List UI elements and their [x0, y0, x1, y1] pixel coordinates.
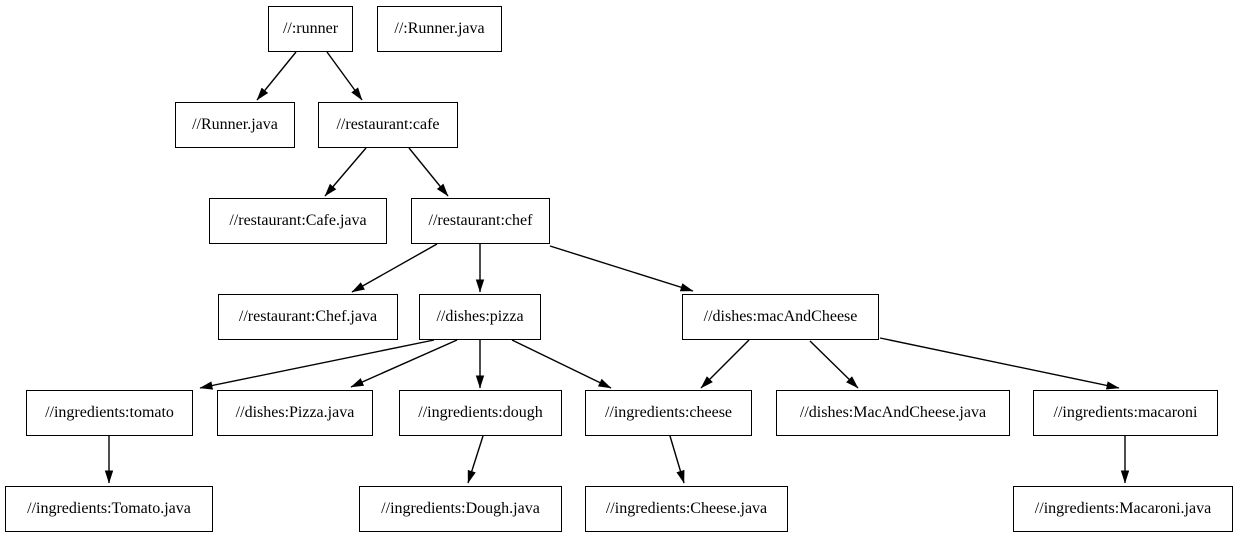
edge-dishes-mac-and-cheese-to-ingredients-macaroni	[879, 337, 1120, 390]
edge-restaurant-cafe-to-restaurant-chef	[408, 147, 449, 197]
node-ingredients-dough-java: //ingredients:Dough.java	[359, 486, 562, 532]
edge-restaurant-cafe-to-restaurant-cafe-java	[324, 147, 367, 197]
node-runner-java: //Runner.java	[175, 102, 295, 148]
node-root-runner-java: //:Runner.java	[377, 6, 502, 52]
node-dishes-pizza-java: //dishes:Pizza.java	[217, 390, 373, 436]
node-restaurant-chef-java: //restaurant:Chef.java	[218, 294, 398, 340]
node-dishes-pizza: //dishes:pizza	[419, 294, 541, 340]
edge-ingredients-dough-to-ingredients-dough-java	[467, 435, 484, 484]
node-ingredients-cheese: //ingredients:cheese	[585, 390, 752, 436]
node-ingredients-tomato: //ingredients:tomato	[26, 390, 193, 436]
node-dishes-mac-and-cheese: //dishes:macAndCheese	[682, 294, 879, 340]
edge-restaurant-chef-to-restaurant-chef-java	[351, 243, 438, 293]
edge-root-runner-to-restaurant-cafe	[326, 51, 363, 101]
node-root-runner: //:runner	[268, 6, 353, 52]
node-dishes-mac-and-cheese-java: //dishes:MacAndCheese.java	[776, 390, 1010, 436]
edge-group	[104, 51, 1130, 484]
node-ingredients-macaroni: //ingredients:macaroni	[1033, 390, 1218, 436]
node-restaurant-cafe-java: //restaurant:Cafe.java	[209, 198, 387, 244]
edge-dishes-pizza-to-dishes-pizza-java	[350, 339, 458, 388]
edge-restaurant-chef-to-dishes-mac-and-cheese	[549, 245, 694, 292]
node-ingredients-macaroni-java: //ingredients:Macaroni.java	[1013, 486, 1233, 532]
edge-dishes-mac-and-cheese-to-dishes-mac-and-cheese-java	[809, 340, 859, 389]
node-ingredients-cheese-java: //ingredients:Cheese.java	[585, 486, 788, 532]
node-restaurant-chef: //restaurant:chef	[411, 198, 550, 244]
edge-ingredients-cheese-to-ingredients-cheese-java	[669, 435, 685, 484]
edge-dishes-pizza-to-ingredients-tomato	[199, 339, 435, 390]
node-restaurant-cafe: //restaurant:cafe	[318, 102, 458, 148]
edge-root-runner-to-runner-java	[256, 51, 297, 101]
node-ingredients-dough: //ingredients:dough	[399, 390, 562, 436]
edge-dishes-pizza-to-ingredients-cheese	[511, 339, 612, 389]
node-ingredients-tomato-java: //ingredients:Tomato.java	[5, 486, 213, 532]
edge-dishes-mac-and-cheese-to-ingredients-cheese	[700, 339, 750, 389]
